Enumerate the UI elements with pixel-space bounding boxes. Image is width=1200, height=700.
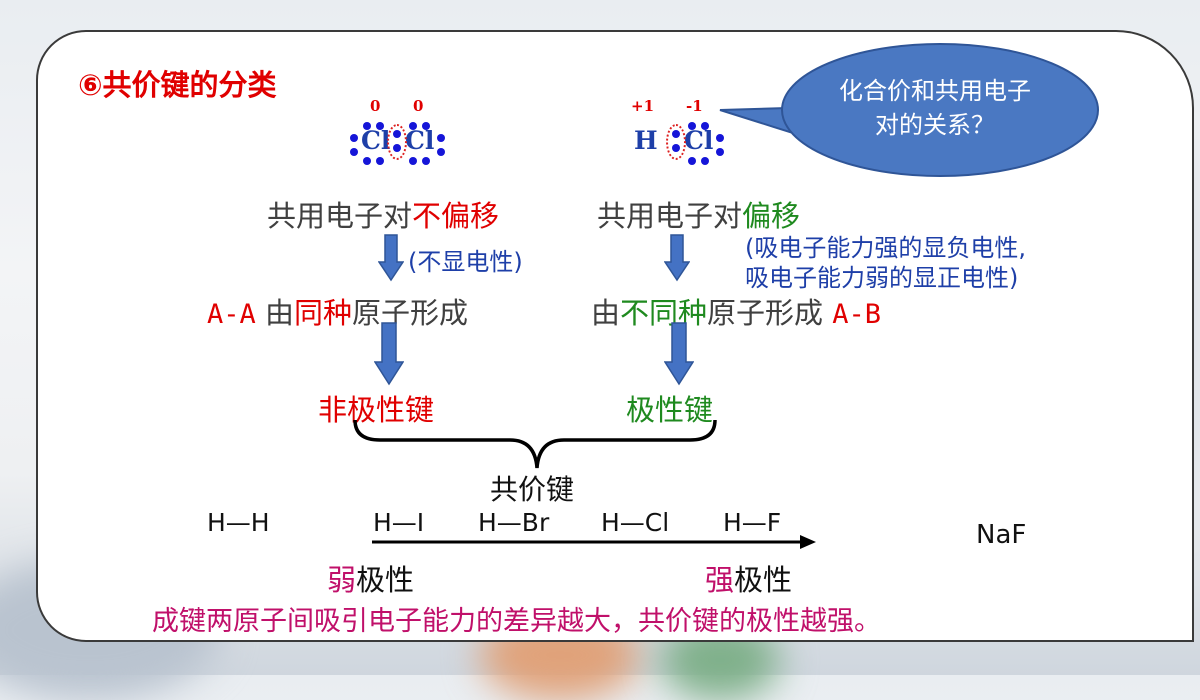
bond-hbr: H—Br bbox=[478, 508, 550, 537]
right-line2-by: 由 bbox=[591, 296, 621, 330]
electron-dot bbox=[716, 148, 724, 156]
electron-dot bbox=[716, 134, 724, 142]
electron-dot bbox=[688, 122, 696, 130]
left-line1-prefix: 共用电子对 bbox=[267, 199, 413, 233]
atom-cl-right: Cl bbox=[405, 126, 435, 155]
left-line1: 共用电子对不偏移 bbox=[267, 193, 499, 235]
atom-cl: Cl bbox=[684, 126, 714, 155]
electron-dot bbox=[422, 122, 430, 130]
electron-dot bbox=[393, 130, 401, 138]
conclusion-text: 成键两原子间吸引电子能力的差异越大，共价键的极性越强。 bbox=[152, 606, 881, 637]
strong-label-suffix: 极性 bbox=[734, 563, 793, 597]
atom-h: H bbox=[634, 126, 658, 155]
shared-pair-oval bbox=[666, 124, 686, 160]
bond-hh: H—H bbox=[207, 508, 270, 537]
right-line2-formula: A-B bbox=[832, 299, 882, 330]
right-line2-highlight: 不同种 bbox=[620, 296, 708, 330]
left-line2-highlight: 同种 bbox=[294, 296, 353, 330]
bubble-text: 化合价和共用电子对的关系？ bbox=[839, 77, 1031, 139]
right-line1-highlight: 偏移 bbox=[742, 199, 801, 233]
right-note-2: 吸电子能力弱的显正电性) bbox=[745, 264, 1019, 292]
electron-dot bbox=[672, 144, 680, 152]
curly-brace bbox=[353, 419, 717, 469]
electron-dot bbox=[409, 157, 417, 165]
left-note: (不显电性) bbox=[408, 248, 523, 276]
electron-dot bbox=[350, 134, 358, 142]
bond-hcl: H—Cl bbox=[601, 508, 670, 537]
electron-dot bbox=[350, 148, 358, 156]
electron-dot bbox=[422, 157, 430, 165]
down-arrow-small-right bbox=[664, 234, 690, 282]
left-line2-suffix: 原子形成 bbox=[352, 296, 469, 330]
oxidation-state-h: +1 bbox=[631, 97, 655, 115]
polarity-arrow bbox=[372, 535, 816, 549]
bond-hi: H—I bbox=[373, 508, 425, 537]
ionic-naf: NaF bbox=[976, 520, 1027, 550]
right-line1-prefix: 共用电子对 bbox=[597, 199, 743, 233]
electron-dot bbox=[363, 122, 371, 130]
electron-dot bbox=[672, 130, 680, 138]
electron-dot bbox=[701, 157, 709, 165]
right-line2: 由不同种原子形成 A-B bbox=[591, 290, 881, 332]
electron-dot bbox=[701, 122, 709, 130]
oxidation-state-cl: -1 bbox=[686, 97, 703, 115]
slide-title: ⑥共价键的分类 bbox=[78, 68, 277, 102]
electron-dot bbox=[376, 122, 384, 130]
right-note-1: (吸电子能力强的显负电性, bbox=[745, 234, 1026, 262]
covalent-bond-label: 共价键 bbox=[490, 473, 575, 506]
bond-hf: H—F bbox=[723, 508, 782, 537]
right-line2-suffix: 原子形成 bbox=[707, 296, 833, 330]
oxidation-state-cl-left: 0 bbox=[370, 97, 381, 115]
shared-pair-oval bbox=[387, 124, 407, 160]
left-line2: A-A 由同种原子形成 bbox=[207, 290, 468, 332]
atom-cl-left: Cl bbox=[361, 126, 391, 155]
left-line2-by: 由 bbox=[255, 296, 294, 330]
polar-bond-label: 极性键 bbox=[626, 393, 714, 427]
down-arrow-small-left bbox=[378, 234, 404, 282]
nonpolar-bond-label: 非极性键 bbox=[318, 393, 435, 427]
down-arrow-large-right bbox=[664, 322, 694, 386]
weak-label-highlight: 弱 bbox=[327, 563, 357, 597]
electron-dot bbox=[409, 122, 417, 130]
weak-polarity-label: 弱极性 bbox=[327, 557, 414, 599]
right-line1: 共用电子对偏移 bbox=[597, 193, 800, 235]
strong-polarity-label: 强极性 bbox=[705, 557, 792, 599]
electron-dot bbox=[363, 157, 371, 165]
left-line2-formula: A-A bbox=[207, 299, 256, 330]
electron-dot bbox=[437, 148, 445, 156]
electron-dot bbox=[393, 144, 401, 152]
electron-dot bbox=[437, 134, 445, 142]
electron-dot bbox=[376, 157, 384, 165]
weak-label-suffix: 极性 bbox=[356, 563, 415, 597]
electron-dot bbox=[688, 157, 696, 165]
speech-bubble bbox=[719, 43, 1099, 177]
strong-label-highlight: 强 bbox=[705, 563, 735, 597]
oxidation-state-cl-right: 0 bbox=[413, 97, 424, 115]
left-line1-highlight: 不偏移 bbox=[412, 199, 500, 233]
down-arrow-large-left bbox=[374, 322, 404, 386]
